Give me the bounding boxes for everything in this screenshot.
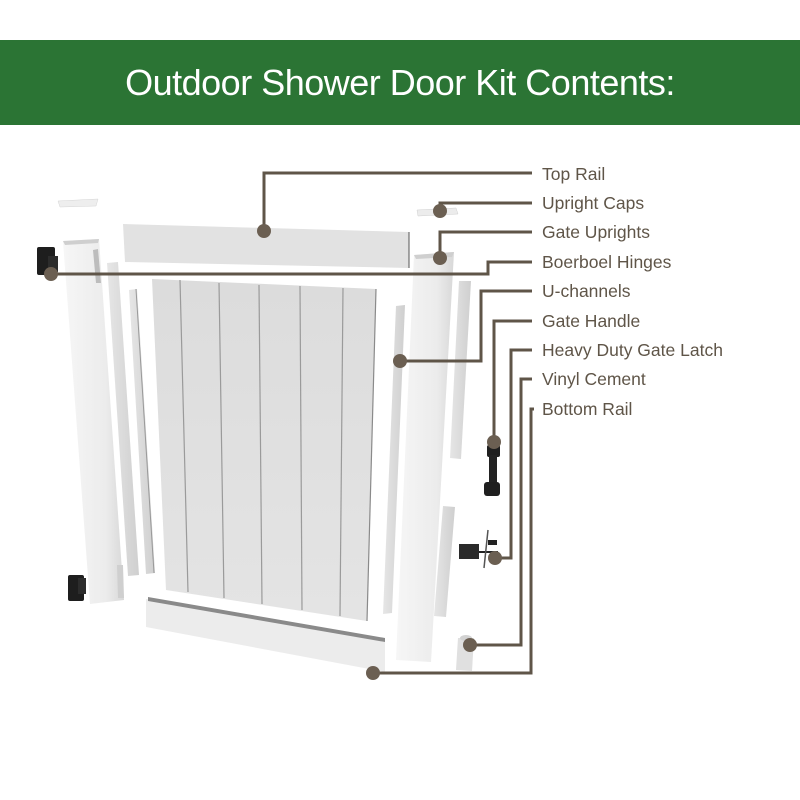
label-bottom-rail: Bottom Rail — [542, 399, 633, 419]
leader-vinyl-cement — [470, 377, 532, 647]
header-banner: Outdoor Shower Door Kit Contents: — [0, 40, 800, 125]
dot-u-channels — [393, 354, 407, 368]
leader-lines — [51, 171, 534, 675]
label-heavy-duty-gate-latch: Heavy Duty Gate Latch — [542, 340, 723, 360]
label-gate-uprights: Gate Uprights — [542, 222, 650, 242]
hinge-bottom — [68, 575, 86, 601]
dot-gate-uprights — [433, 251, 447, 265]
dot-bottom-rail — [366, 666, 380, 680]
label-top-rail: Top Rail — [542, 164, 606, 184]
leader-bottom-rail — [373, 407, 534, 675]
u-channel-left-outer — [107, 262, 139, 576]
label-gate-handle: Gate Handle — [542, 311, 641, 331]
dot-top-rail — [257, 224, 271, 238]
label-u-channels: U-channels — [542, 281, 631, 301]
bottom-rail — [146, 597, 385, 672]
leader-top-rail — [262, 171, 532, 231]
leader-u-channels — [400, 289, 532, 363]
u-channel-right-inner — [383, 305, 405, 614]
dot-vinyl-cement — [463, 638, 477, 652]
leader-gate-handle — [492, 319, 532, 442]
leader-gate-latch — [495, 348, 532, 560]
label-upright-caps: Upright Caps — [542, 193, 645, 213]
gate-upright-left — [63, 239, 124, 604]
top-rail — [123, 224, 410, 268]
dot-boerboel-hinges — [44, 267, 58, 281]
leader-gate-uprights — [438, 230, 532, 258]
leader-dots — [44, 204, 502, 680]
dot-gate-latch — [488, 551, 502, 565]
upright-cap-left — [57, 198, 99, 208]
u-channel-right-top — [450, 281, 471, 459]
dot-gate-handle — [487, 435, 501, 449]
leader-boerboel-hinges — [51, 260, 532, 276]
infill-boards — [152, 279, 377, 622]
u-channel-left-inner — [129, 288, 155, 574]
u-channel-right-bottom — [434, 506, 455, 617]
page-title: Outdoor Shower Door Kit Contents: — [125, 61, 675, 103]
dot-upright-caps — [433, 204, 447, 218]
gate-handle — [484, 445, 500, 496]
label-boerboel-hinges: Boerboel Hinges — [542, 252, 672, 272]
label-vinyl-cement: Vinyl Cement — [542, 369, 646, 389]
